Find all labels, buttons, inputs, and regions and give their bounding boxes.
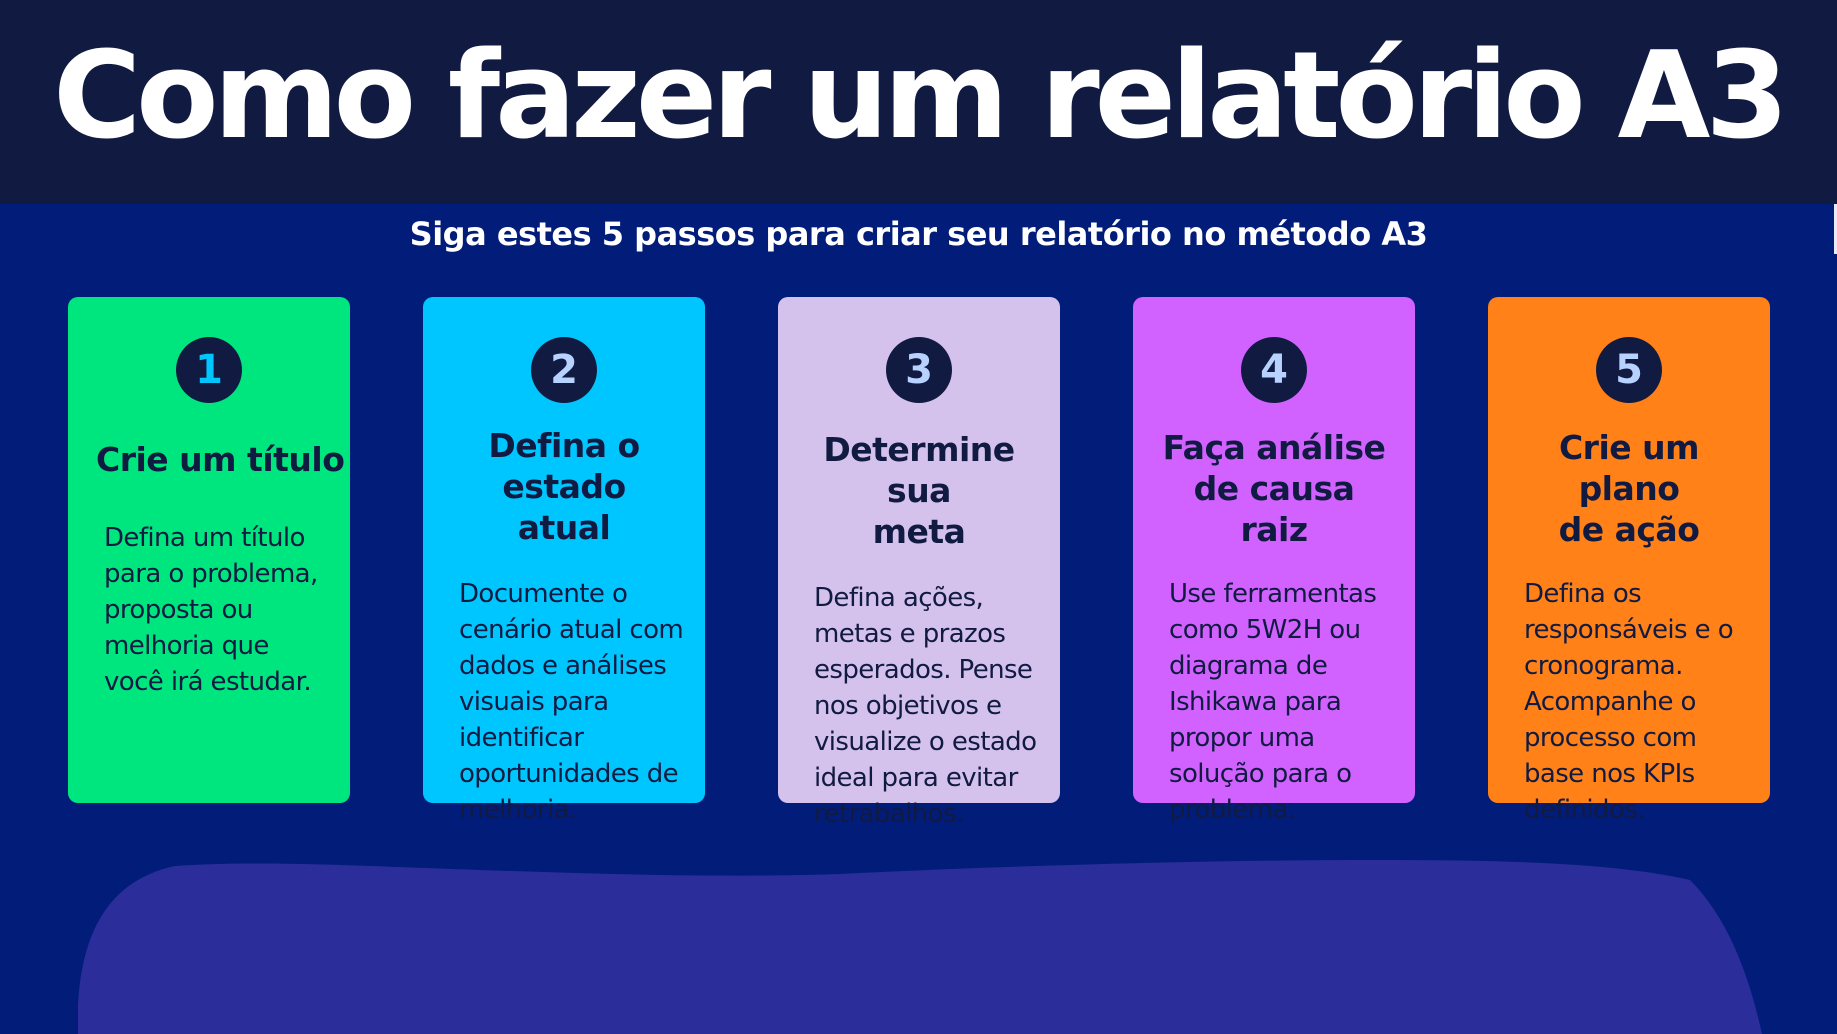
step-number: 3	[905, 347, 933, 393]
step-number-badge: 1	[176, 337, 242, 403]
right-edge-strip	[1834, 204, 1837, 254]
step-number-badge: 4	[1241, 337, 1307, 403]
step-description: Defina ações, metas e prazos esperados. …	[814, 583, 1037, 829]
step-title: Crie um plano de ação	[1558, 428, 1700, 549]
step-card-2: 2 Defina o estado atual Documente o cená…	[423, 297, 705, 825]
page-subtitle: Siga estes 5 passos para criar seu relat…	[409, 215, 1428, 253]
step-title: Defina o estado atual	[488, 426, 640, 547]
step-title: Faça análise de causa raiz	[1162, 428, 1386, 549]
step-card-1: 1 Crie um título Defina um título para o…	[68, 297, 350, 803]
step-card-5: 5 Crie um plano de ação Defina os respon…	[1488, 297, 1770, 825]
step-title: Determine sua meta	[823, 430, 1015, 551]
step-description: Documente o cenário atual com dados e an…	[459, 579, 684, 825]
step-number: 2	[550, 347, 578, 393]
step-description: Defina os responsáveis e o cronograma. A…	[1524, 579, 1734, 825]
step-number: 5	[1615, 347, 1643, 393]
step-number-badge: 3	[886, 337, 952, 403]
page-title: Como fazer um relatório A3	[53, 27, 1789, 166]
title-banner: Como fazer um relatório A3	[0, 0, 1837, 204]
step-description: Use ferramentas como 5W2H ou diagrama de…	[1169, 579, 1377, 825]
step-number-badge: 5	[1596, 337, 1662, 403]
step-card-4: 4 Faça análise de causa raiz Use ferrame…	[1133, 297, 1415, 825]
step-number: 4	[1260, 347, 1288, 393]
step-card-3: 3 Determine sua meta Defina ações, metas…	[778, 297, 1060, 829]
step-title: Crie um título	[96, 440, 345, 479]
step-number-badge: 2	[531, 337, 597, 403]
step-description: Defina um título para o problema, propos…	[104, 523, 318, 697]
step-number: 1	[195, 347, 223, 393]
